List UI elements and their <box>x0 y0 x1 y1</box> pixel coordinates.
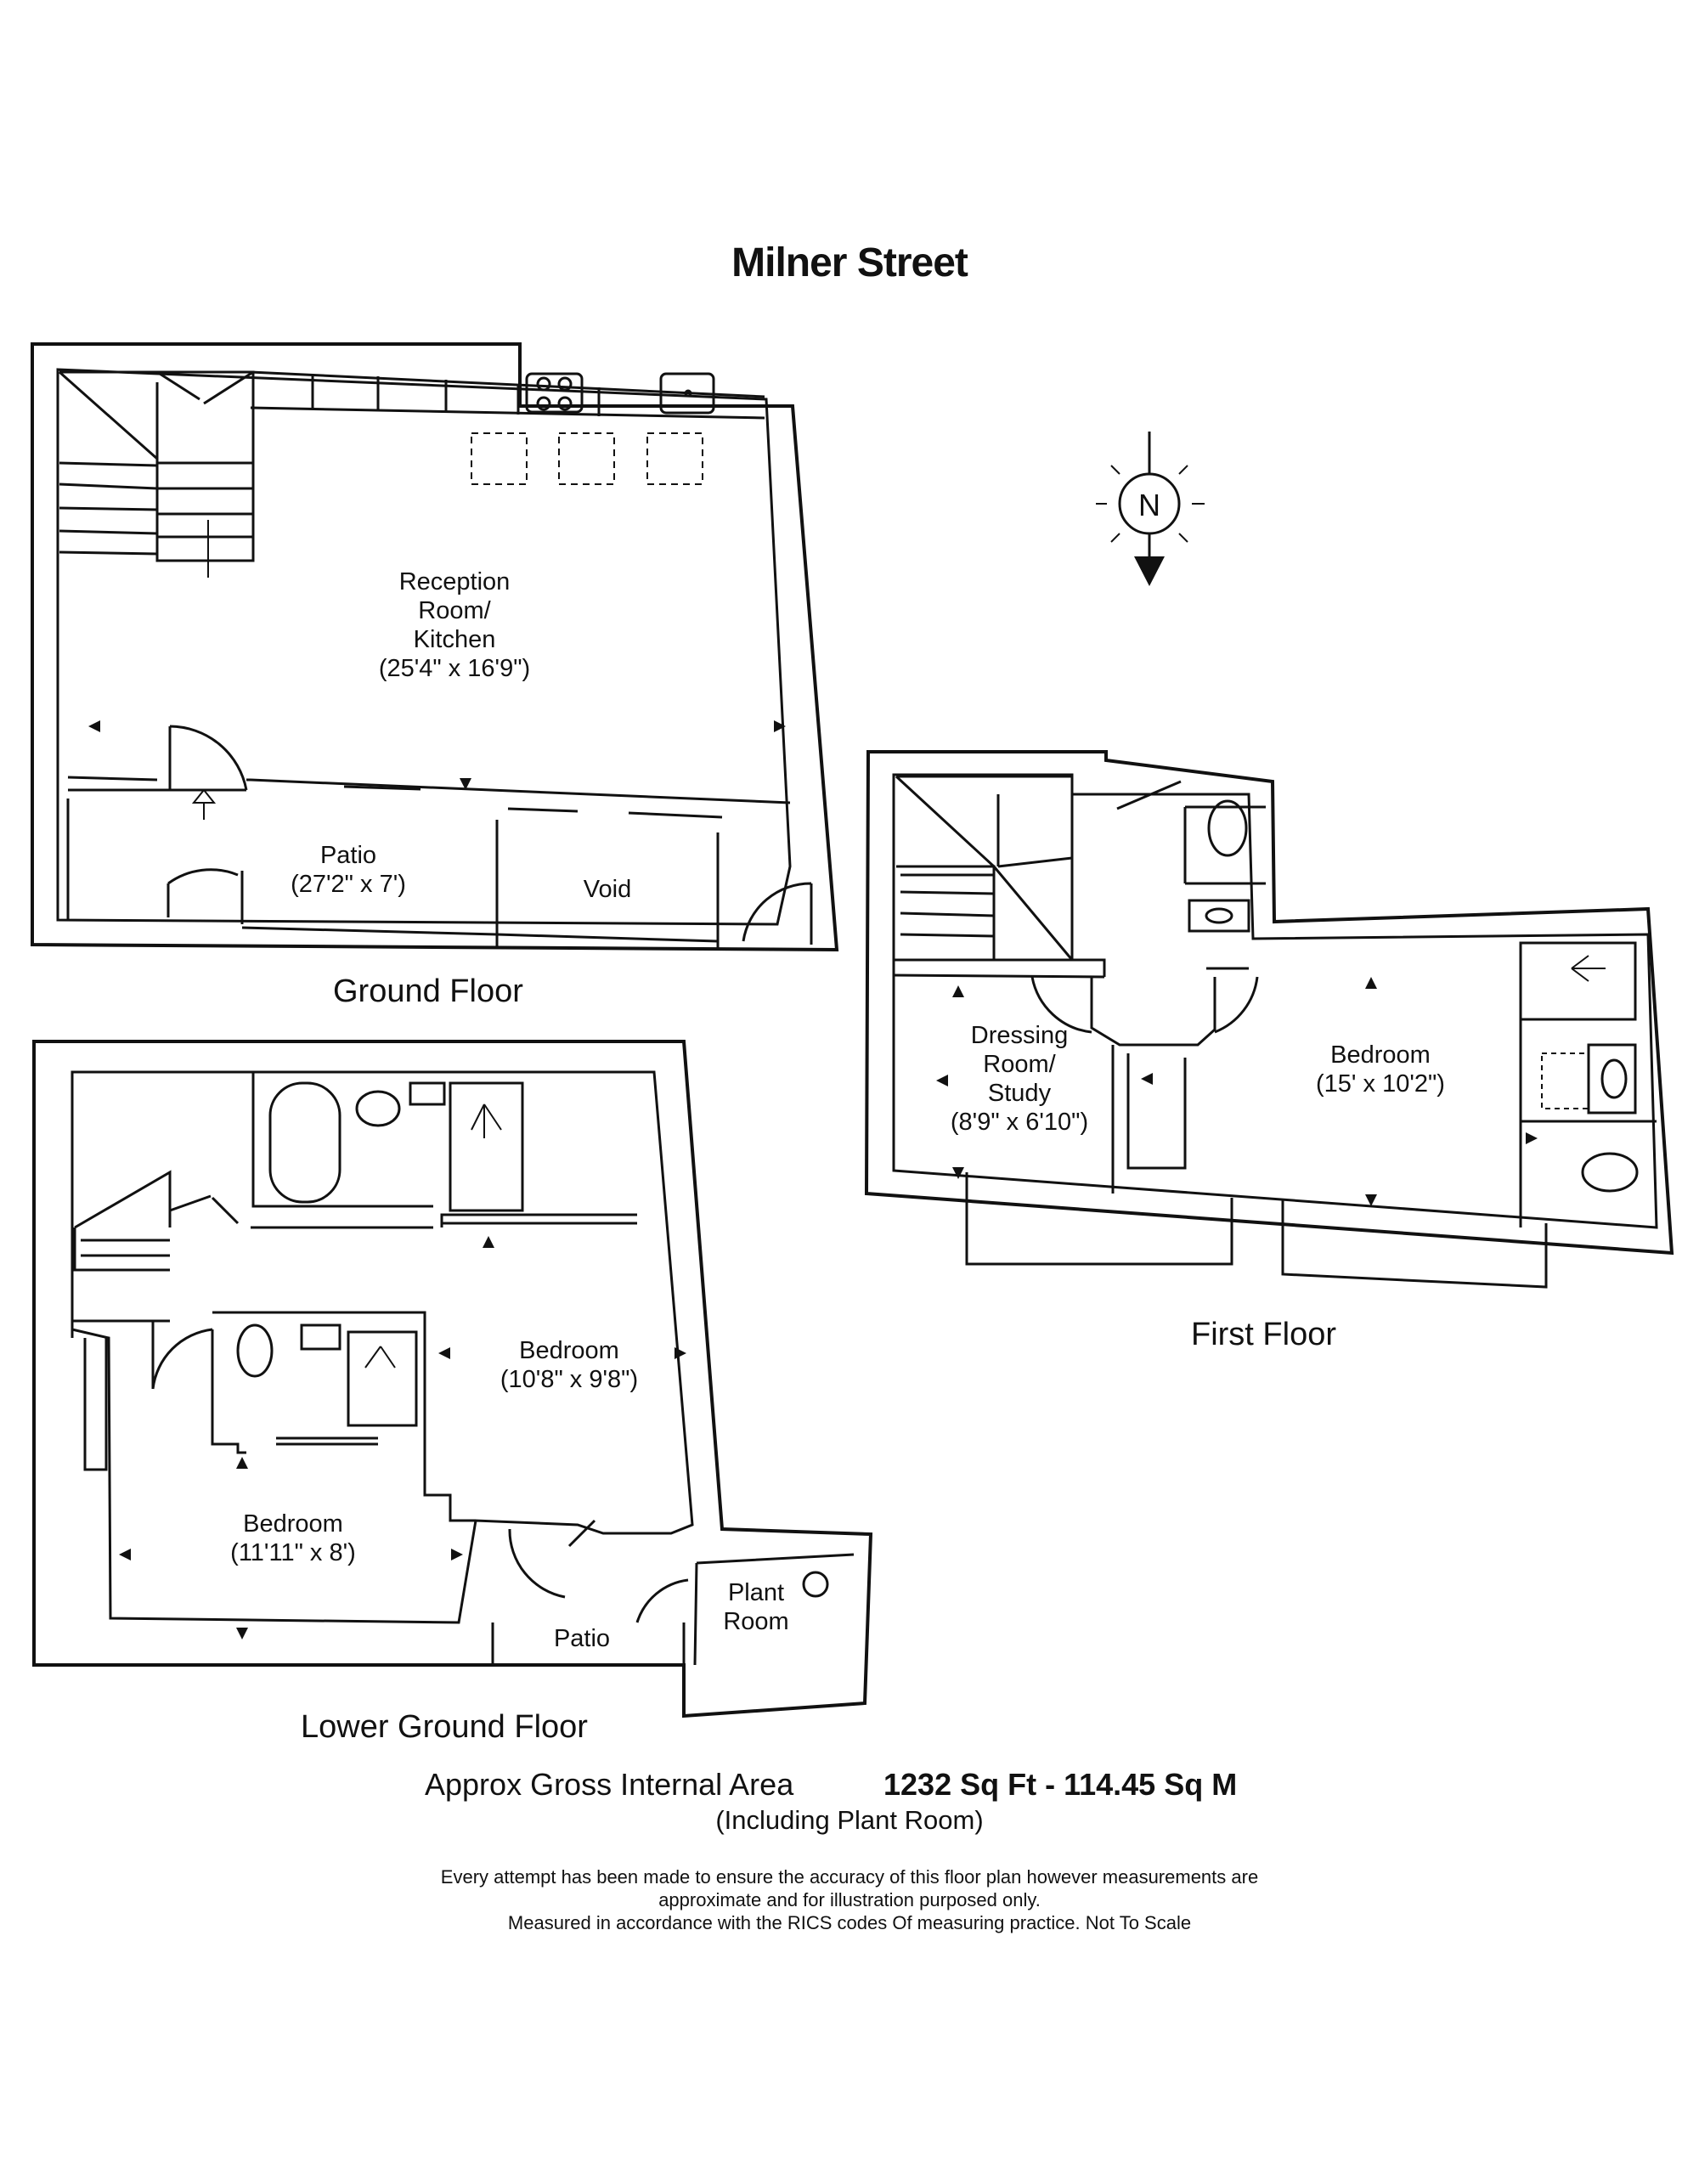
lower-ground-floor-walls <box>32 1040 873 1718</box>
bedroom-first-label: Bedroom (15' x 10'2") <box>1283 1041 1478 1098</box>
disclaimer: Every attempt has been made to ensure th… <box>0 1865 1699 1934</box>
bedroom-lower-1-dims: (10'8" x 9'8") <box>500 1366 639 1393</box>
disclaimer-line-3: Measured in accordance with the RICS cod… <box>507 1912 1192 1933</box>
ground-floor-label: Ground Floor <box>333 973 523 1009</box>
compass-letter: N <box>1138 488 1160 522</box>
patio-lower-label: Patio <box>553 1625 611 1652</box>
dressing-room-dims: (8'9" x 6'10") <box>950 1109 1089 1136</box>
bedroom-first-name: Bedroom <box>1330 1041 1431 1069</box>
plant-room-label: Plant Room <box>723 1579 789 1635</box>
dimension-markers <box>88 720 1538 1639</box>
plan-title: Milner Street <box>731 240 968 285</box>
gross-area-value: 1232 Sq Ft - 114.45 Sq M <box>883 1767 1238 1802</box>
patio-ground-name: Patio <box>319 842 377 869</box>
compass-icon <box>1096 432 1205 586</box>
ground-floor-walls <box>31 342 839 952</box>
bedroom-lower-2-name: Bedroom <box>243 1510 343 1538</box>
gross-area-line: Approx Gross Internal Area 1232 Sq Ft - 1… <box>425 1767 1274 1803</box>
bedroom-lower-1-label: Bedroom (10'8" x 9'8") <box>471 1336 667 1394</box>
first-floor-walls <box>864 750 1674 1289</box>
bedroom-lower-2-label: Bedroom (11'11" x 8') <box>195 1510 391 1567</box>
disclaimer-line-2: approximate and for illustration purpose… <box>658 1889 1041 1910</box>
bedroom-lower-2-dims: (11'11" x 8') <box>230 1539 356 1566</box>
reception-room-label: Reception Room/ Kitchen (25'4" x 16'9") <box>348 567 561 683</box>
first-floor-label: First Floor <box>1191 1317 1336 1352</box>
patio-ground-label: Patio (27'2" x 7') <box>263 841 433 899</box>
patio-ground-dims: (27'2" x 7') <box>291 871 406 898</box>
bedroom-lower-1-name: Bedroom <box>519 1337 619 1364</box>
reception-room-name: Reception Room/ Kitchen <box>398 568 511 653</box>
lower-ground-floor-label: Lower Ground Floor <box>301 1709 588 1745</box>
bedroom-first-dims: (15' x 10'2") <box>1316 1070 1445 1098</box>
dressing-room-name: Dressing Room/ Study <box>970 1022 1069 1107</box>
gross-area-note: (Including Plant Room) <box>715 1805 984 1835</box>
void-label: Void <box>583 876 632 903</box>
gross-area-label: Approx Gross Internal Area <box>425 1767 794 1802</box>
reception-room-dims: (25'4" x 16'9") <box>378 655 531 682</box>
disclaimer-line-1: Every attempt has been made to ensure th… <box>440 1866 1259 1888</box>
